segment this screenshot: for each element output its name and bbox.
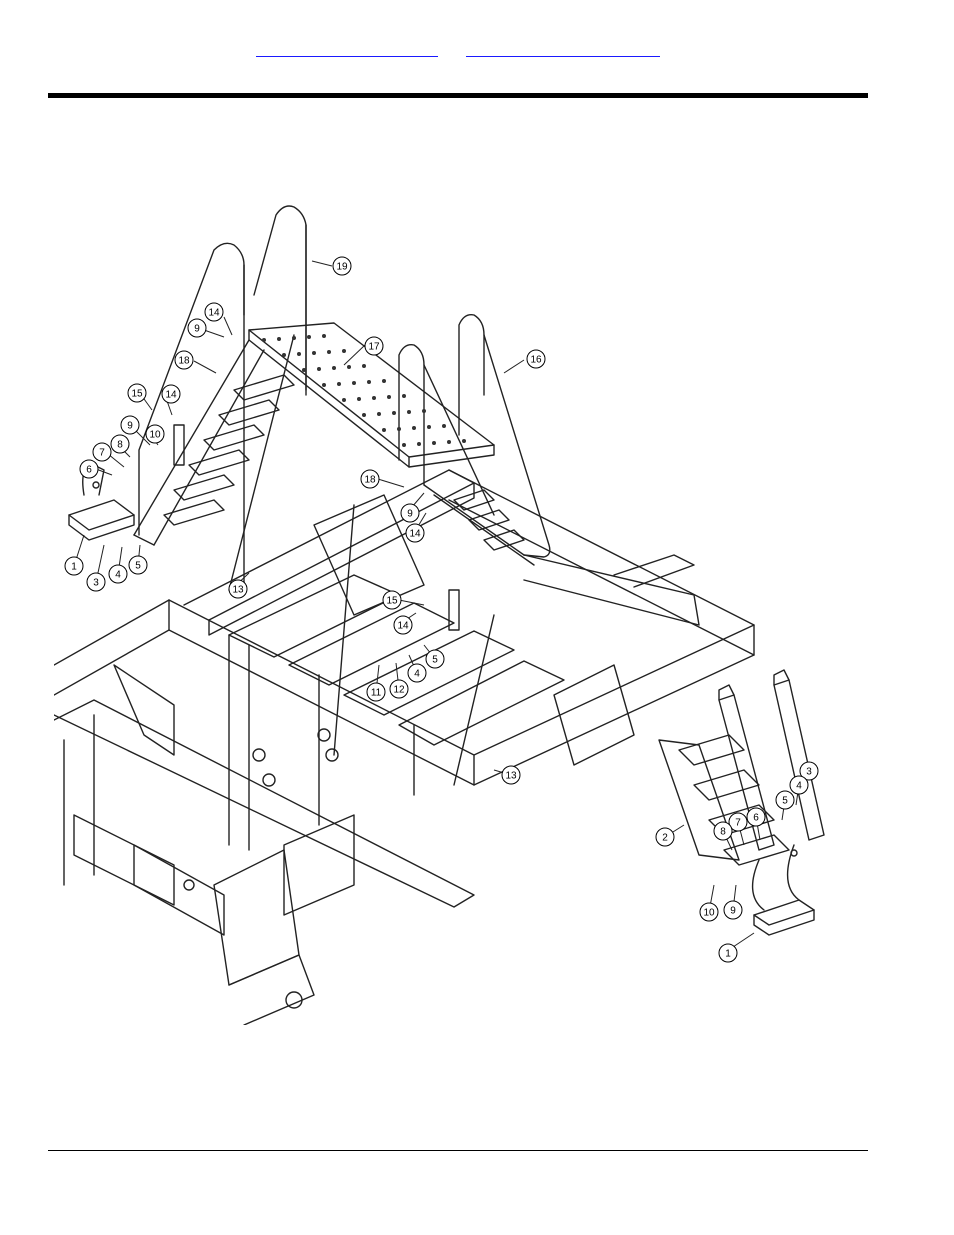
callout-bubble: 9 (187, 318, 207, 338)
callout-number: 13 (505, 771, 517, 782)
callout-bubble: 5 (775, 790, 795, 810)
callout-bubble: 8 (110, 434, 130, 454)
callout-bubble: 6 (746, 807, 766, 827)
callout-bubble: 11 (366, 682, 386, 702)
callout-number: 9 (127, 421, 133, 432)
callout-bubble: 3 (86, 572, 106, 592)
callout-bubble: 13 (501, 765, 521, 785)
callout-bubble: 7 (728, 812, 748, 832)
header-link-1[interactable] (256, 40, 438, 57)
callout-number: 13 (232, 585, 244, 596)
callout-bubble: 4 (108, 564, 128, 584)
callout-number: 15 (131, 389, 143, 400)
callout-bubble: 15 (127, 383, 147, 403)
callout-number: 18 (364, 475, 376, 486)
callout-bubble: 2 (655, 827, 675, 847)
callout-number: 9 (407, 509, 413, 520)
callout-number: 15 (386, 596, 398, 607)
callout-number: 8 (117, 440, 123, 451)
callout-bubble: 14 (161, 384, 181, 404)
callout-number: 19 (336, 262, 348, 273)
callout-number: 17 (368, 342, 380, 353)
callout-bubble: 14 (204, 302, 224, 322)
callout-number: 14 (208, 308, 220, 319)
callout-number: 4 (115, 570, 121, 581)
callout-bubble: 15 (382, 590, 402, 610)
callout-number: 8 (720, 827, 726, 838)
callout-bubble: 7 (92, 442, 112, 462)
left-step (68, 464, 135, 541)
header-rule (48, 93, 868, 98)
callout-bubble: 6 (79, 459, 99, 479)
callout-number: 1 (725, 949, 731, 960)
callout-number: 5 (432, 655, 438, 666)
item-callouts: 19 14 9 17 18 16 15 14 9 10 7 8 6 1 3 4 … (64, 256, 819, 963)
callout-number: 5 (135, 561, 141, 572)
callout-number: 3 (806, 767, 812, 778)
callout-bubble: 5 (128, 555, 148, 575)
callout-bubble: 18 (174, 350, 194, 370)
callout-number: 5 (782, 796, 788, 807)
right-stair (658, 669, 825, 866)
callout-number: 6 (86, 465, 92, 476)
callout-number: 4 (414, 669, 420, 680)
callout-bubble: 14 (405, 523, 425, 543)
callout-bubble: 10 (145, 424, 165, 444)
callout-number: 7 (99, 448, 105, 459)
callout-bubble: 9 (723, 900, 743, 920)
footer-rule (48, 1150, 868, 1151)
platform-assembly (133, 205, 551, 786)
callout-bubble: 19 (332, 256, 352, 276)
callout-bubble: 18 (360, 469, 380, 489)
callout-bubble: 1 (64, 556, 84, 576)
callout-number: 11 (371, 688, 382, 699)
callout-number: 6 (753, 813, 759, 824)
callout-number: 10 (149, 430, 161, 441)
callout-number: 1 (71, 562, 77, 573)
callout-bubble: 9 (400, 503, 420, 523)
callout-bubble: 9 (120, 415, 140, 435)
callout-bubble: 4 (789, 775, 809, 795)
right-step (751, 844, 815, 936)
callout-bubble: 12 (389, 679, 409, 699)
callout-number: 16 (530, 355, 542, 366)
callout-number: 3 (93, 578, 99, 589)
callout-number: 2 (662, 833, 668, 844)
callout-number: 14 (397, 621, 409, 632)
callout-number: 14 (165, 390, 177, 401)
callout-number: 18 (178, 356, 190, 367)
callout-bubble: 1 (718, 943, 738, 963)
main-frame (54, 469, 755, 1025)
callout-number: 7 (735, 818, 741, 829)
callout-bubble: 3 (799, 761, 819, 781)
callout-bubble: 13 (228, 579, 248, 599)
callout-bubble: 17 (364, 336, 384, 356)
callout-number: 4 (796, 781, 802, 792)
callout-number: 12 (393, 685, 405, 696)
callout-bubble: 14 (393, 615, 413, 635)
callout-bubble: 8 (713, 821, 733, 841)
header-link-2[interactable] (466, 40, 660, 57)
callout-number: 10 (703, 908, 715, 919)
callout-bubble: 10 (699, 902, 719, 922)
parts-diagram: 19 14 9 17 18 16 15 14 9 10 7 8 6 1 3 4 … (54, 205, 825, 1025)
deck-perforations (262, 334, 466, 447)
callout-bubble: 4 (407, 663, 427, 683)
callout-bubble: 16 (526, 349, 546, 369)
callout-number: 9 (730, 906, 736, 917)
callout-number: 9 (194, 324, 200, 335)
callout-number: 14 (409, 529, 421, 540)
callout-bubble: 5 (425, 649, 445, 669)
